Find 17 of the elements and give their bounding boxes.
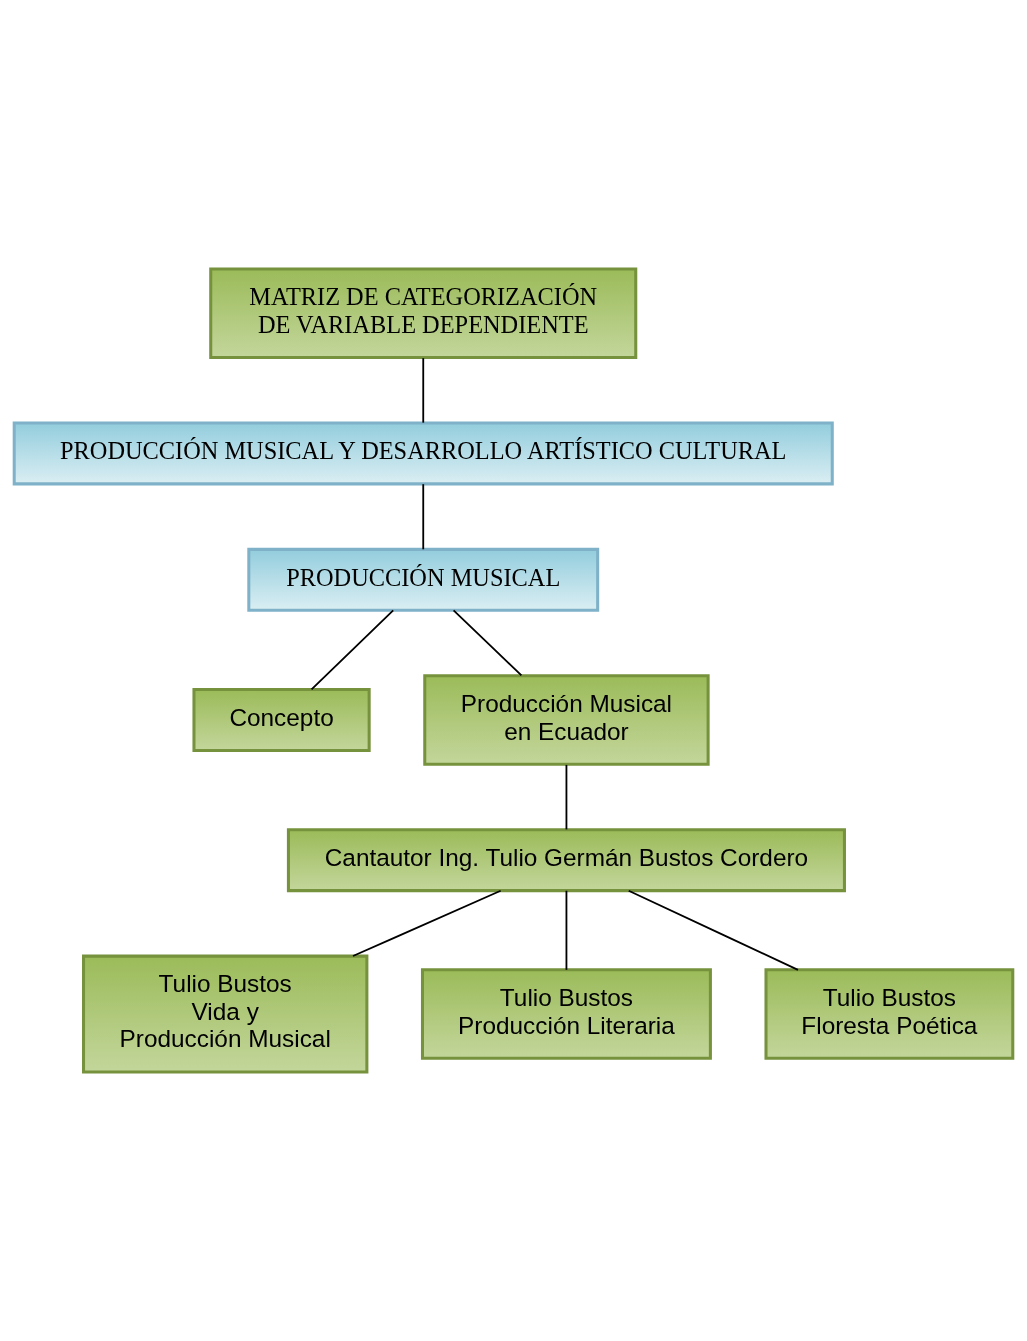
connector [565,889,568,971]
node-box: Concepto [192,688,371,752]
node-box: Cantautor Ing. Tulio Germán Bustos Cordero [286,828,846,893]
connector [565,764,568,831]
node-box: Tulio Bustos Floresta Poética [764,968,1015,1060]
node-box: PRODUCCIÓN MUSICAL Y DESARROLLO ARTÍSTICO CULTURAL [12,421,834,486]
node-box: Tulio Bustos Vida y Producción Musical [82,954,369,1074]
node-box: MATRIZ DE CATEGORIZACIÓN DE VARIABLE DEPENDIENTE [209,267,638,359]
node-box: PRODUCCIÓN MUSICAL [247,547,600,612]
connector [310,609,395,691]
connector [452,609,523,677]
connector [422,357,425,424]
connector [352,889,502,957]
connector [422,483,425,551]
node-box: Producción Musical en Ecuador [423,674,710,766]
node-box: Tulio Bustos Producción Literaria [420,968,712,1060]
connector [627,889,799,971]
